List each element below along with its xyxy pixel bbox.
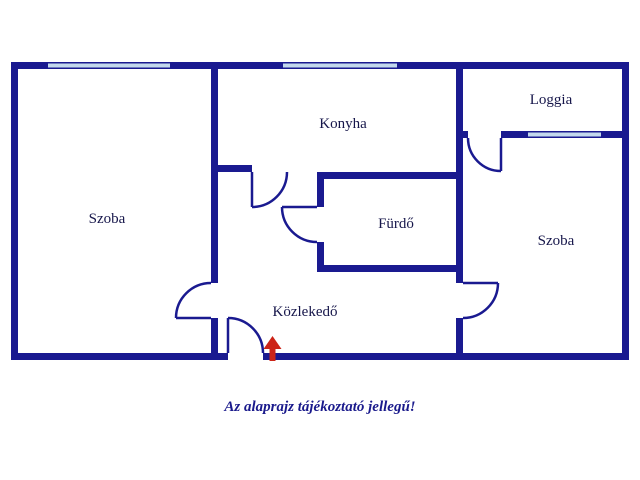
wall-left [11, 62, 18, 360]
windows [48, 63, 601, 137]
room-label-loggia: Loggia [530, 92, 573, 108]
room-label-furdo: Fürdő [378, 216, 414, 232]
window-left-room [48, 63, 170, 68]
room-label-szoba-right: Szoba [538, 233, 575, 249]
wall-bathroom-left-lower [317, 242, 324, 272]
door-left-room-arc [174, 281, 212, 319]
wall-bottom-left [11, 353, 228, 360]
wall-kitchen-stub [211, 165, 252, 172]
door-entrance-arc [227, 316, 265, 354]
door-kitchen-arc [251, 171, 289, 209]
wall-right-room-lower [456, 318, 463, 360]
door-right-room-arc [462, 282, 500, 320]
wall-bathroom-top [317, 172, 463, 179]
doors [174, 137, 503, 354]
entrance-arrow-icon [263, 336, 282, 361]
wall-left-room-lower [211, 318, 218, 360]
door-loggia-arc [466, 137, 502, 173]
wall-right [622, 62, 629, 360]
room-label-szoba-left: Szoba [89, 211, 126, 227]
wall-bathroom-bottom [317, 265, 463, 272]
wall-right-room-upper [456, 62, 463, 283]
window-kitchen [283, 63, 397, 68]
room-label-kozlekedo: Közlekedő [273, 304, 338, 320]
door-bathroom-arc [280, 206, 318, 244]
wall-loggia-stub [463, 131, 468, 138]
disclaimer-caption: Az alaprajz tájékoztató jellegű! [223, 399, 415, 415]
wall-bottom-right [263, 353, 629, 360]
room-labels: Szoba Konyha Loggia Fürdő Szoba Közleked… [89, 92, 575, 320]
wall-left-room-upper [211, 62, 218, 283]
room-label-konyha: Konyha [319, 116, 367, 132]
wall-bathroom-left-upper [317, 172, 324, 207]
window-loggia [528, 132, 601, 137]
